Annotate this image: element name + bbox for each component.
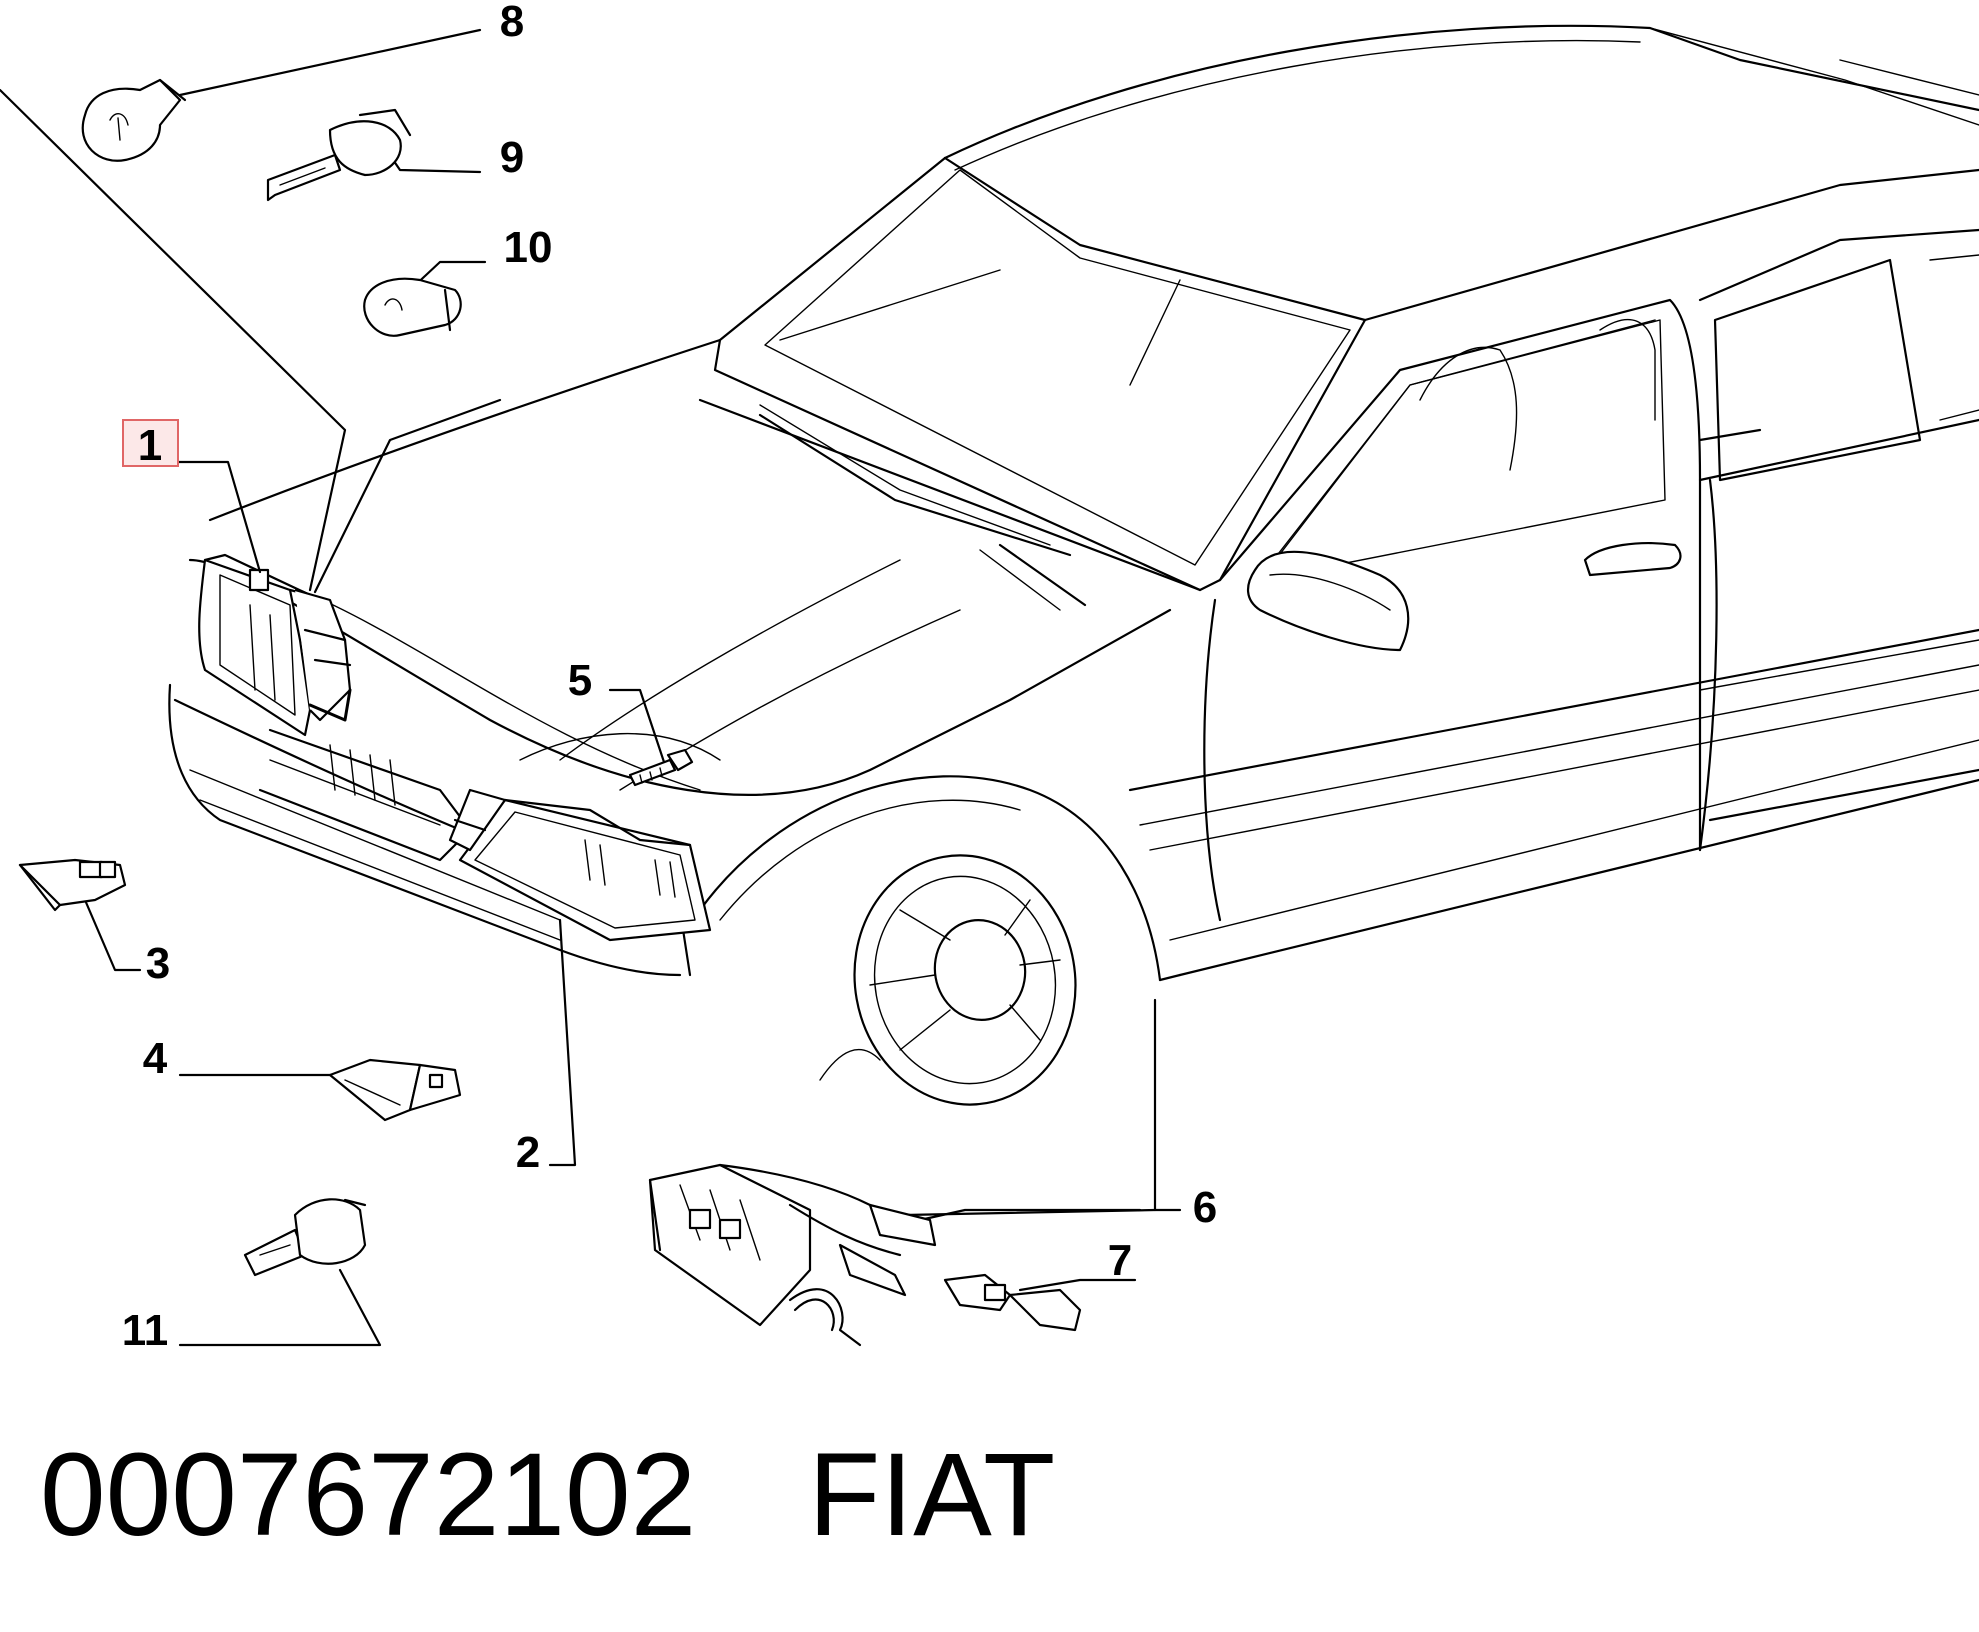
headlight-unit-1 <box>198 553 352 737</box>
callout-1-highlight-box <box>122 419 179 467</box>
brand-name: FIAT <box>808 1429 1056 1561</box>
callout-3[interactable]: 3 <box>146 939 170 988</box>
callout-5[interactable]: 5 <box>568 656 592 705</box>
callout-1[interactable]: 1 <box>138 421 162 470</box>
connector-part-3-icon <box>18 858 127 912</box>
bulb-part-8-icon <box>81 78 187 162</box>
callout-11[interactable]: 11 <box>122 1306 169 1355</box>
lamp-part-4-icon <box>328 1058 462 1122</box>
callout-8[interactable]: 8 <box>500 0 524 46</box>
wiring-harness-part-6-icon <box>648 1163 937 1347</box>
callout-2[interactable]: 2 <box>516 1128 540 1177</box>
callout-4[interactable]: 4 <box>143 1034 168 1083</box>
headlight-unit-2 <box>448 788 712 942</box>
car-body-illustration <box>168 24 1979 1106</box>
screw-part-5-icon <box>628 748 694 787</box>
part-caption: 0007672102 FIAT <box>40 1425 1055 1565</box>
callout-6[interactable]: 6 <box>1193 1183 1217 1232</box>
halogen-bulb-part-9-icon <box>266 108 412 202</box>
callout-7[interactable]: 7 <box>1108 1236 1132 1285</box>
halogen-bulb-part-11-icon <box>243 1198 367 1277</box>
small-bulb-part-10-icon <box>363 277 462 337</box>
callout-9[interactable]: 9 <box>500 133 524 182</box>
callout-10[interactable]: 10 <box>504 223 553 272</box>
part-number: 0007672102 <box>40 1429 697 1561</box>
connector-part-7-icon <box>943 1273 1082 1332</box>
